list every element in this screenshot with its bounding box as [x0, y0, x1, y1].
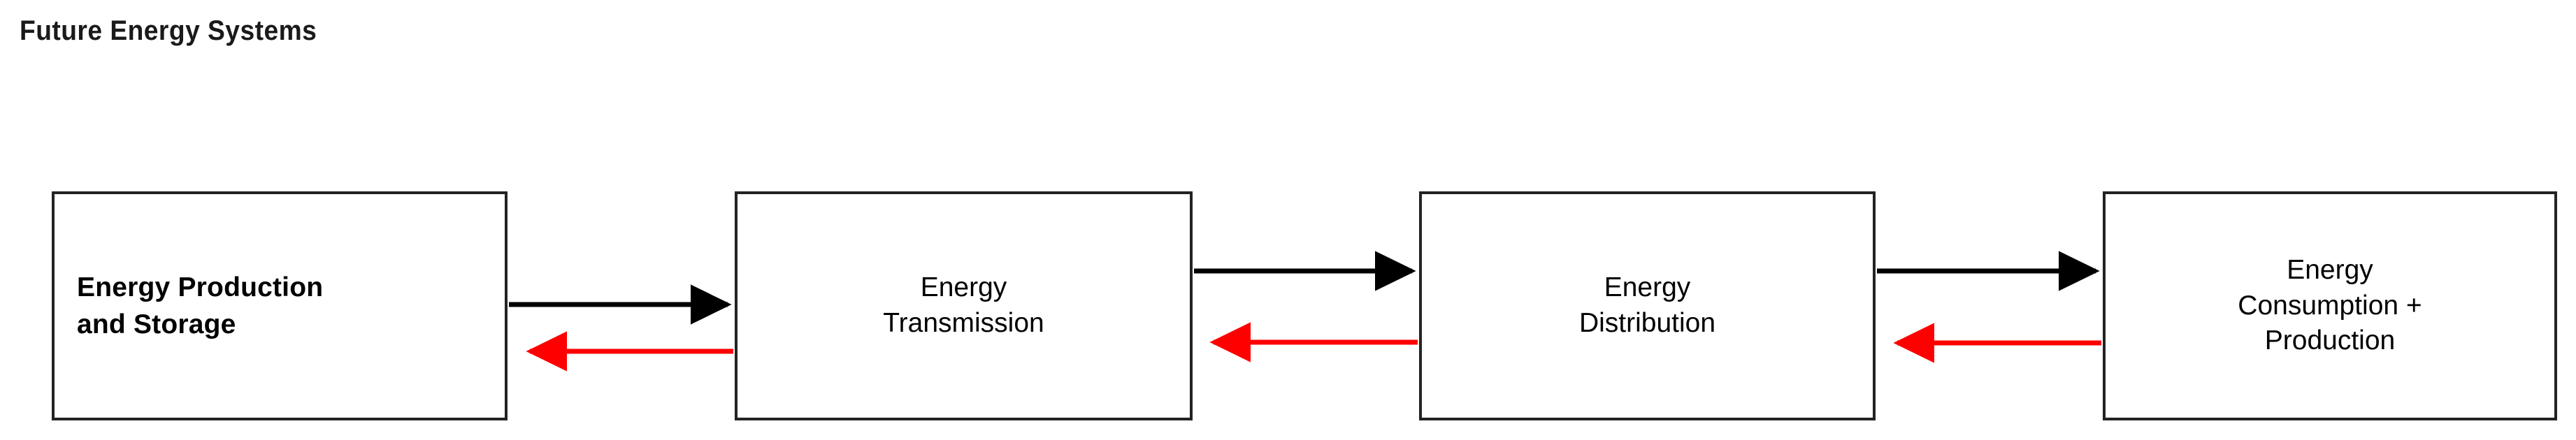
connector-group-3 [1877, 251, 2101, 363]
connector-group-2 [1194, 251, 1418, 362]
page-title: Future Energy Systems [20, 15, 317, 46]
connector-group-1 [509, 284, 733, 372]
